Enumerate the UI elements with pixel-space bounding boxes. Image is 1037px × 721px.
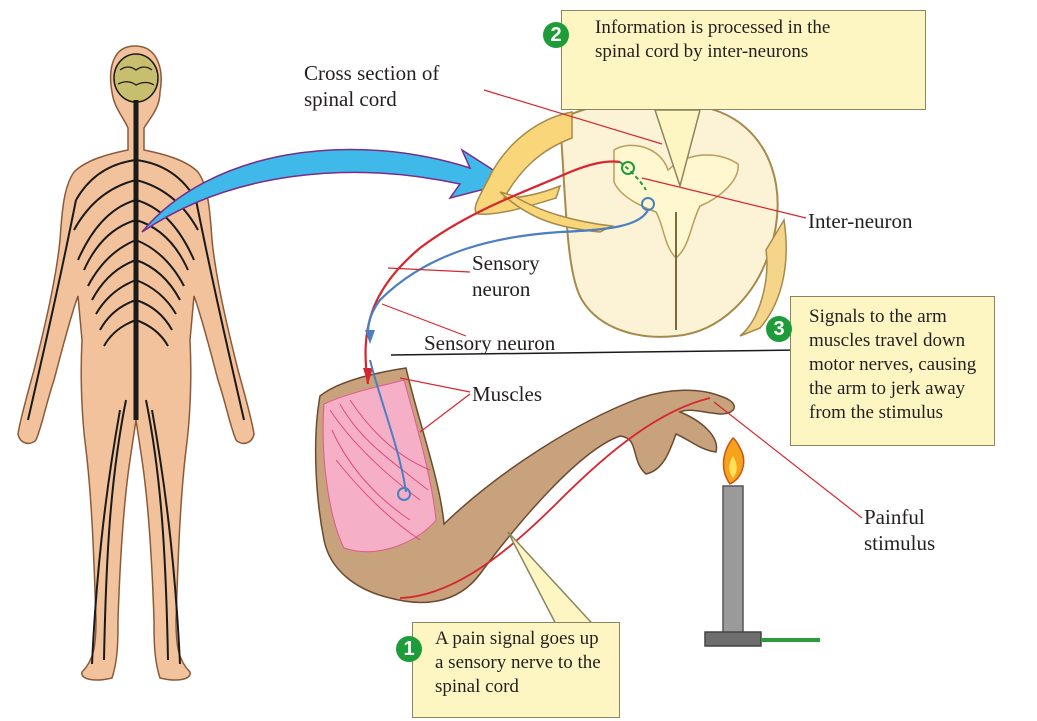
callout-2-badge: 2 bbox=[543, 22, 569, 48]
label-inter-neuron: Inter-neuron bbox=[808, 208, 913, 234]
label-muscles: Muscles bbox=[472, 381, 542, 407]
label-cross-section: Cross section of spinal cord bbox=[304, 60, 439, 112]
label-sensory-neuron-upper: Sensory neuron bbox=[472, 250, 540, 302]
human-nervous-system-figure bbox=[18, 46, 254, 680]
callout-3-badge: 3 bbox=[766, 316, 792, 342]
callout-1-badge: 1 bbox=[396, 636, 422, 662]
label-sensory-neuron-lower: Sensory neuron bbox=[424, 330, 555, 356]
callout-2: Information is processed in the spinal c… bbox=[561, 10, 926, 110]
label-painful-stimulus: Painful stimulus bbox=[864, 504, 935, 556]
callout-1: A pain signal goes up a sensory nerve to… bbox=[412, 622, 620, 718]
candle-icon bbox=[705, 438, 820, 646]
callout-3: Signals to the arm muscles travel down m… bbox=[790, 296, 995, 446]
